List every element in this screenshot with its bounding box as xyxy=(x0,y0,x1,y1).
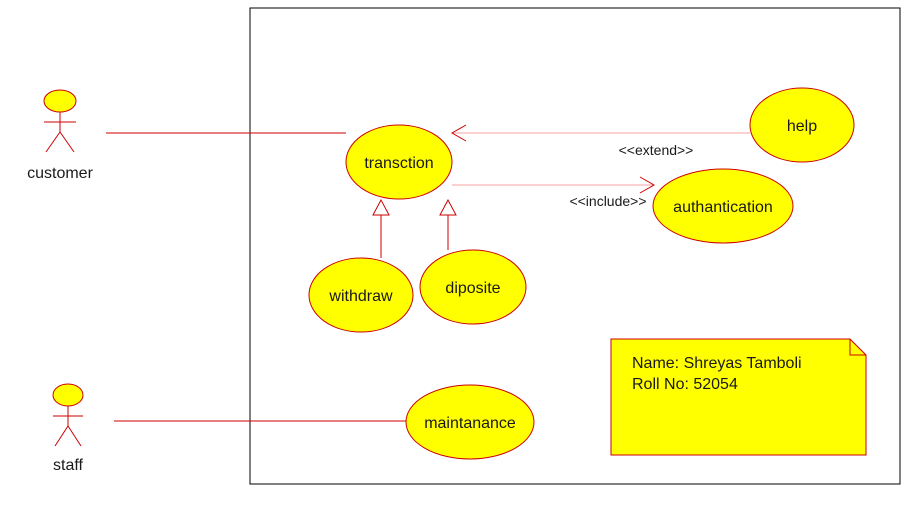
usecase-maintenance[interactable]: maintanance xyxy=(405,384,535,460)
usecase-withdraw[interactable]: withdraw xyxy=(308,257,414,333)
actor-customer[interactable]: customer xyxy=(27,89,94,182)
note-line-roll: Roll No: 52054 xyxy=(632,376,738,393)
usecase-authentication-shape xyxy=(652,168,794,244)
actor-customer-label: customer xyxy=(27,165,93,182)
generalization-deposit-triangle xyxy=(439,198,457,216)
note-shape xyxy=(610,338,867,456)
actor-staff-left-leg xyxy=(54,425,69,447)
generalization-withdraw-triangle xyxy=(372,198,390,216)
actor-staff[interactable]: staff xyxy=(52,383,84,474)
include-relation: <<include>> xyxy=(452,176,656,209)
note: Name: Shreyas Tamboli Roll No: 52054 xyxy=(610,338,867,456)
actor-staff-right-leg xyxy=(67,425,82,447)
include-label: <<include>> xyxy=(569,193,646,209)
extend-arrowhead xyxy=(450,124,467,142)
usecase-deposit-shape xyxy=(419,249,527,325)
usecase-transaction[interactable]: transction xyxy=(345,124,453,200)
actor-customer-left-leg xyxy=(45,131,61,153)
usecase-transaction-shape xyxy=(345,124,453,200)
usecase-authentication[interactable]: authantication xyxy=(652,168,794,244)
generalization-deposit xyxy=(439,198,457,250)
actor-customer-head xyxy=(43,89,77,113)
usecase-maintenance-shape xyxy=(405,384,535,460)
system-boundary xyxy=(249,7,901,485)
usecase-help-label: help xyxy=(787,118,817,135)
usecase-maintenance-label: maintanance xyxy=(424,415,516,432)
include-arrowhead xyxy=(639,176,656,194)
extend-relation: <<extend>> xyxy=(450,124,750,158)
usecase-transaction-label: transction xyxy=(364,155,433,172)
usecase-help[interactable]: help xyxy=(749,87,855,163)
actor-customer-right-leg xyxy=(59,131,75,153)
usecase-deposit[interactable]: diposite xyxy=(419,249,527,325)
usecase-deposit-label: diposite xyxy=(445,280,500,297)
usecase-withdraw-label: withdraw xyxy=(328,288,393,305)
usecase-authentication-label: authantication xyxy=(673,199,773,216)
actor-staff-label: staff xyxy=(53,457,84,474)
usecase-help-shape xyxy=(749,87,855,163)
generalization-withdraw xyxy=(372,198,390,258)
extend-label: <<extend>> xyxy=(619,142,694,158)
note-line-name: Name: Shreyas Tamboli xyxy=(632,355,802,372)
actor-staff-head xyxy=(52,383,84,407)
note-fold xyxy=(849,339,866,356)
usecase-withdraw-shape xyxy=(308,257,414,333)
